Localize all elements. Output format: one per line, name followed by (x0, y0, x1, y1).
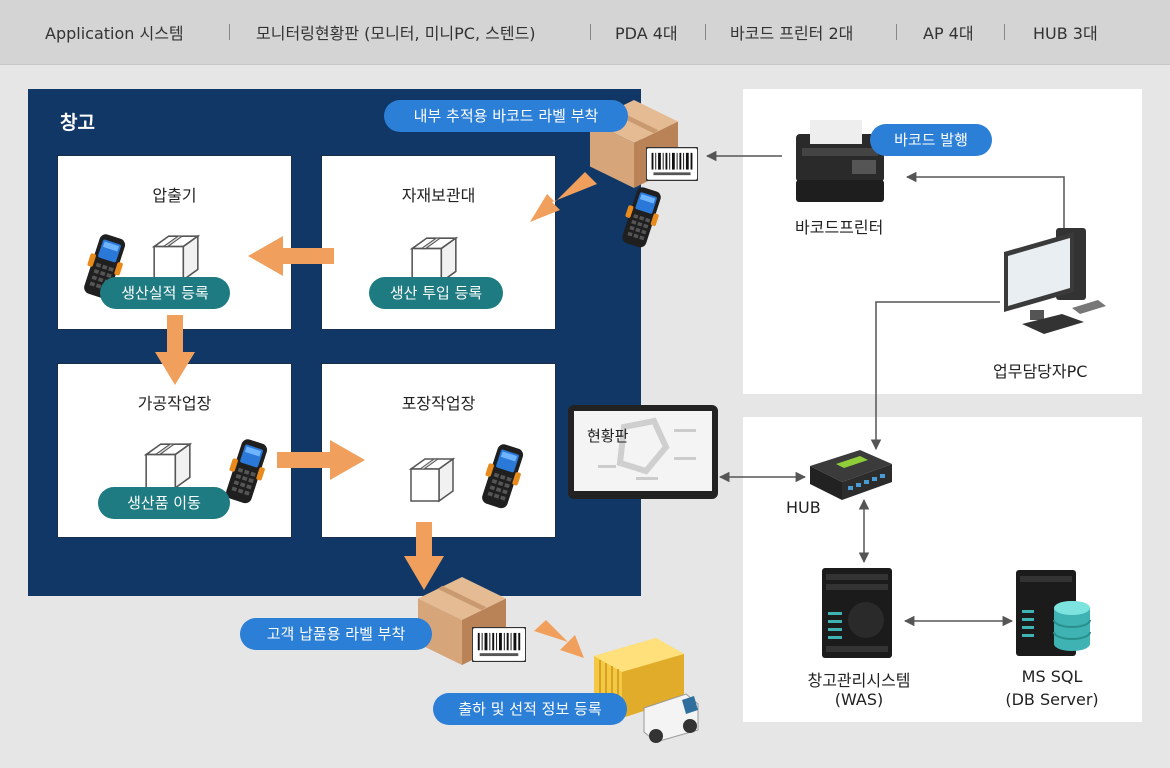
room-storage-title: 자재보관대 (401, 186, 476, 205)
barcode-label-icon (646, 147, 698, 181)
topbar-item-monitor: 모니터링현황판 (모니터, 미니PC, 스텐드) (256, 24, 536, 43)
pill-barcode-issue: 바코드 발행 (870, 124, 992, 156)
topbar-divider (590, 24, 591, 40)
pill-input-register: 생산 투입 등록 (369, 277, 503, 309)
topbar-divider (1004, 24, 1005, 40)
db-server-icon (1016, 570, 1091, 656)
topbar-item-pda: PDA 4대 (615, 24, 678, 43)
was-server-icon (822, 568, 892, 658)
product-box-icon (142, 440, 194, 492)
warehouse-title: 창고 (60, 112, 95, 134)
topbar-item-ap: AP 4대 (923, 24, 974, 43)
was-label-line2: (WAS) (834, 690, 884, 709)
line-pc-to-printer (905, 171, 1065, 232)
pill-internal-label: 내부 추적용 바코드 라벨 부착 (384, 100, 628, 132)
product-box-icon (407, 455, 457, 505)
pill-production-register: 생산실적 등록 (100, 277, 230, 309)
topbar-divider (705, 24, 706, 40)
arrow-box-to-truck (534, 620, 584, 658)
topbar-item-application: Application 시스템 (45, 24, 184, 43)
hub-icon (810, 450, 892, 500)
arrow-label-to-storage (530, 172, 597, 222)
pill-customer-label: 고객 납품용 라벨 부착 (240, 618, 432, 650)
staff-pc-icon (1004, 228, 1106, 334)
status-board-monitor-icon (568, 405, 718, 499)
hub-label: HUB (786, 498, 821, 517)
truck-icon (594, 638, 699, 743)
line-pc-to-hub (870, 301, 1000, 451)
pill-product-move: 생산품 이동 (98, 487, 230, 519)
status-board-label: 현황판 (587, 427, 629, 445)
db-label-line2: (DB Server) (1005, 690, 1099, 709)
barcode-label-icon (472, 627, 526, 662)
barcode-printer-label: 바코드프린터 (795, 218, 884, 237)
arrow-storage-to-press (248, 236, 334, 276)
room-press-title: 압출기 (152, 186, 197, 205)
was-label-line1: 창고관리시스템 (807, 671, 911, 690)
arrow-press-to-processing (155, 315, 195, 385)
room-processing-title: 가공작업장 (137, 394, 212, 413)
staff-pc-label: 업무담당자PC (993, 362, 1088, 381)
server-network-panel (743, 417, 1142, 722)
room-packing-title: 포장작업장 (401, 394, 476, 413)
topbar-divider (229, 24, 230, 40)
barcode-printer-icon (796, 120, 884, 202)
arrow-packing-to-shipping (404, 522, 444, 590)
topbar-item-printer: 바코드 프린터 2대 (730, 24, 854, 43)
topbar-divider (896, 24, 897, 40)
arrow-processing-to-packing (277, 440, 365, 480)
pill-shipping-register: 출하 및 선적 정보 등록 (433, 693, 627, 725)
topbar-item-hub: HUB 3대 (1033, 24, 1098, 43)
top-bar: Application 시스템 모니터링현황판 (모니터, 미니PC, 스텐드)… (0, 0, 1170, 65)
db-label-line1: MS SQL (1021, 667, 1083, 686)
